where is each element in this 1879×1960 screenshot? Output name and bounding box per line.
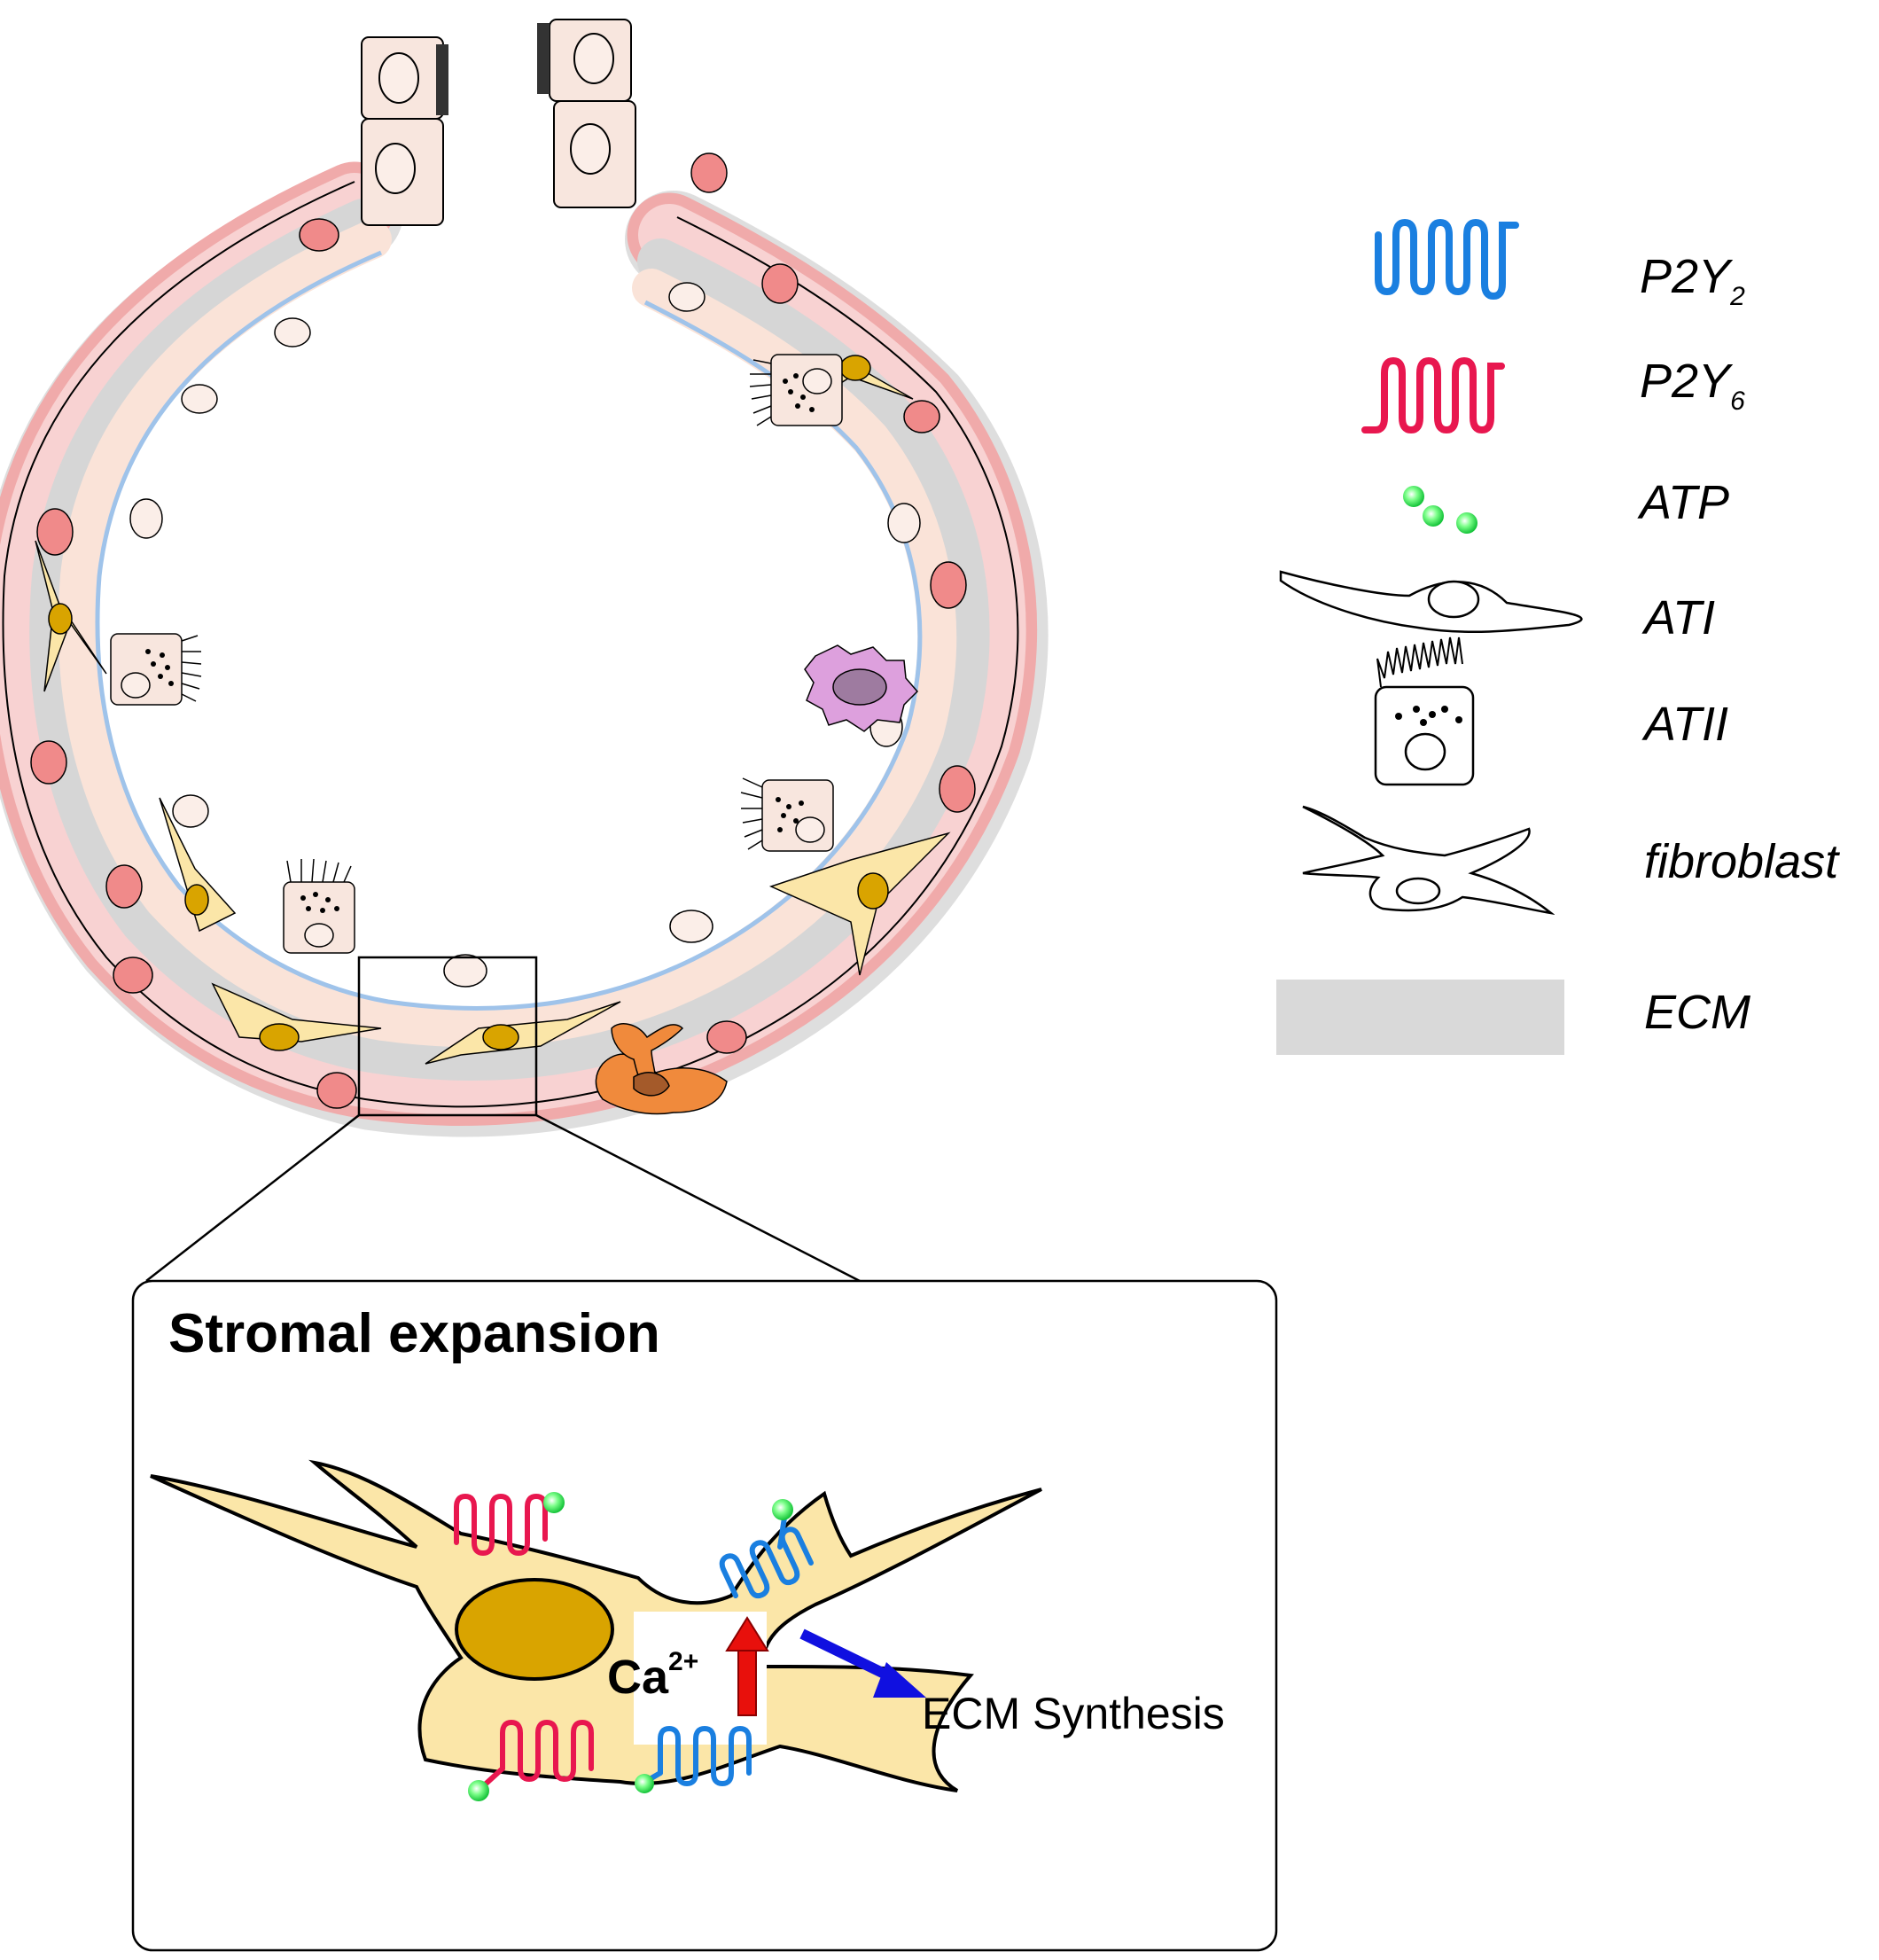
- macrophage: [804, 644, 919, 732]
- legend-p2y6-icon: [1361, 356, 1505, 434]
- ring-fibroblasts: [35, 355, 951, 1065]
- legend-fibroblast-icon: [1302, 805, 1555, 916]
- legend-atp-label: ATP: [1637, 476, 1729, 529]
- ring-atii-cells: [110, 354, 843, 954]
- inset-p2y6-lower: [480, 1719, 594, 1789]
- inset-title: Stromal expansion: [168, 1303, 660, 1364]
- legend-fibroblast-label: fibroblast: [1644, 835, 1840, 888]
- zoom-line-left: [145, 1114, 360, 1282]
- calcium-label: Ca2+: [607, 1647, 698, 1704]
- legend-p2y2-label: P2Y2: [1640, 250, 1745, 311]
- legend-ati-label: ATI: [1641, 591, 1715, 644]
- legend-ecm-label: ECM: [1644, 986, 1750, 1039]
- smooth-muscle-nuclei: [30, 152, 976, 1109]
- inset-p2y6-upper: [454, 1493, 548, 1557]
- ecm-synthesis-arrow: [799, 1628, 926, 1698]
- legend-atii-label: ATII: [1641, 698, 1728, 751]
- orange-cell: [595, 1023, 728, 1115]
- legend-atii-icon: [1374, 636, 1475, 786]
- ecm-synthesis-label: ECM Synthesis: [922, 1689, 1225, 1738]
- legend-ati-icon: [1279, 570, 1583, 634]
- legend-p2y2-icon: [1375, 218, 1519, 301]
- inset-p2y2-lower: [643, 1725, 752, 1787]
- inset-fibroblast: [150, 1459, 1042, 1792]
- zoom-line-right: [535, 1113, 861, 1283]
- inset-atp-dots: [468, 1492, 793, 1801]
- zoom-box: [357, 956, 538, 1117]
- legend-ecm-swatch: [1276, 980, 1564, 1055]
- calcium-increase-arrow: [725, 1616, 769, 1716]
- legend: P2Y2 P2Y6 ATP ATI ATII: [1276, 218, 1840, 1055]
- airway-epithelium: [361, 19, 636, 226]
- ati-nuclei: [129, 282, 921, 988]
- legend-p2y6-label: P2Y6: [1640, 355, 1745, 416]
- legend-atp-icon: [1403, 486, 1477, 534]
- inset-p2y2-upper: [719, 1515, 814, 1599]
